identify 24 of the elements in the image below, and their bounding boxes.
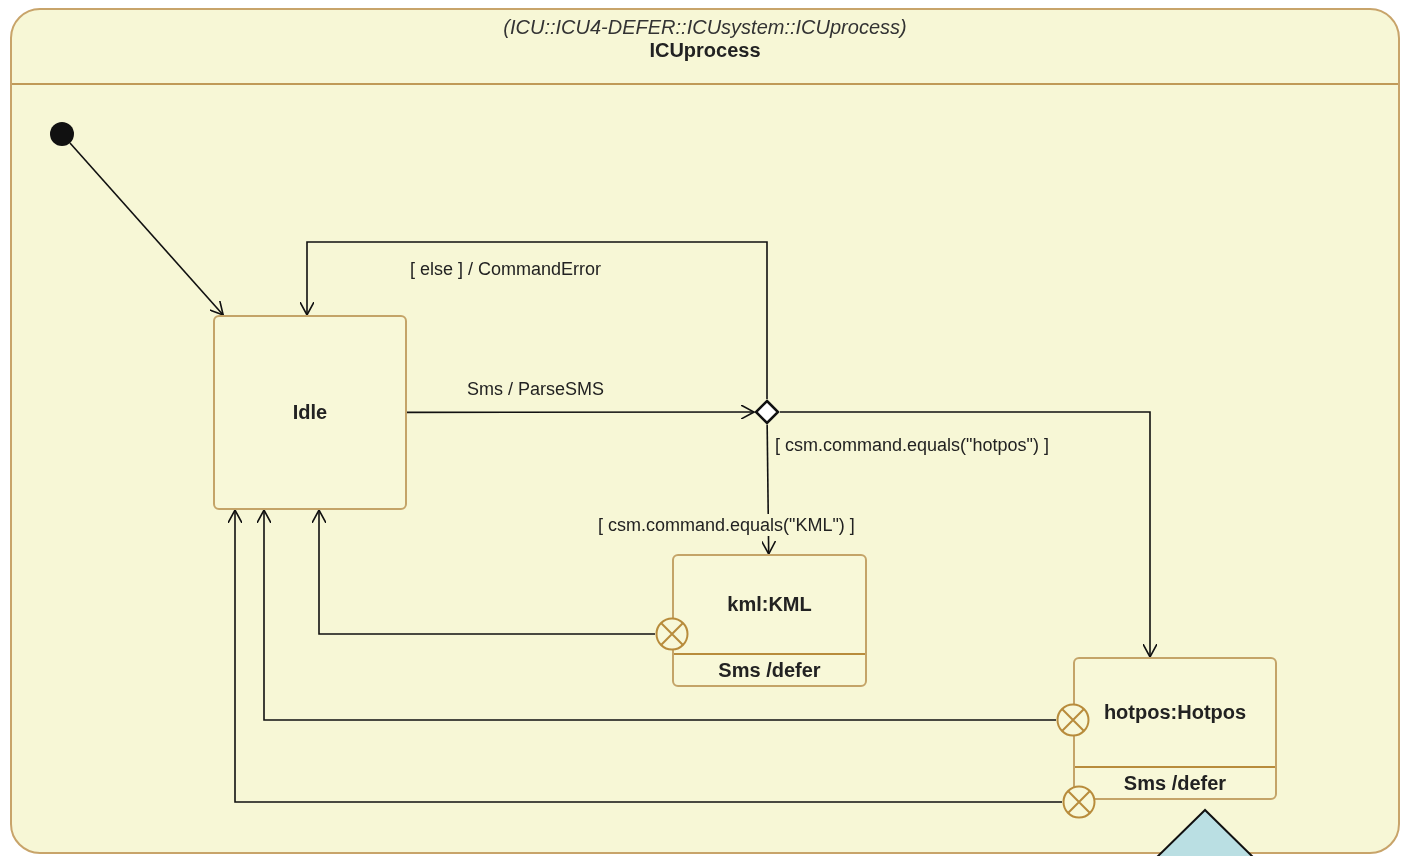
transition-arrow <box>311 509 656 635</box>
choice-diamond <box>754 399 780 425</box>
transition-arrow <box>256 509 1057 721</box>
exit-point-icon <box>1056 703 1090 737</box>
internal-transition: Sms /defer <box>1123 772 1227 794</box>
state-box <box>1073 657 1277 800</box>
transition-arrow <box>227 509 1063 803</box>
transition-arrow <box>69 142 224 316</box>
transition-arrow <box>779 411 1158 658</box>
exit-point-icon <box>655 617 689 651</box>
state-title: ICUprocess <box>649 39 761 62</box>
transition-arrow <box>406 404 755 420</box>
state-box <box>213 315 407 510</box>
state-name: hotpos:Hotpos <box>1103 701 1247 724</box>
state-name: kml:KML <box>727 593 812 616</box>
internal-transition: Sms /defer <box>718 659 821 681</box>
guard-label: [ csm.command.equals("KML") ] <box>596 514 857 536</box>
state-box <box>672 554 867 687</box>
state-name: Idle <box>292 401 328 424</box>
initial-state-dot <box>50 122 74 146</box>
transition-arrow <box>299 241 768 400</box>
composite-state <box>10 8 1400 854</box>
qualified-name: (ICU::ICU4-DEFER::ICUsystem::ICUprocess) <box>503 16 907 39</box>
exit-point-icon <box>1062 785 1096 819</box>
